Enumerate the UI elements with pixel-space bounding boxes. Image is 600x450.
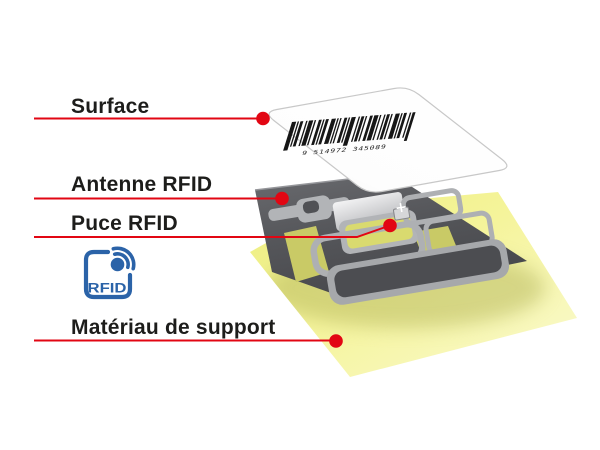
barcode-bar [340,117,351,143]
barcode-bar [336,117,348,144]
barcode-bar [289,121,300,147]
barcode-bar [402,112,412,138]
barcode-bar [298,120,308,147]
rfid-icon-dot [110,257,125,272]
callout-lines [34,117,391,342]
rfid-icon-frame [83,249,133,300]
callout-dot-chip [383,218,397,233]
barcode-bar [353,116,365,142]
label-antenne-rfid: Antenne RFID [71,173,213,196]
barcode-bar [283,121,297,151]
barcode-bar [372,114,382,141]
rfid-chip [393,203,411,221]
callout-dot-antenna [275,191,289,206]
barcode-bar [358,115,368,142]
label-puce-rfid: Puce RFID [71,212,178,235]
barcode-bar [342,116,356,146]
barcode-bar [403,112,416,142]
barcode-bar [315,119,325,145]
callout-dot-support [329,334,343,348]
callout-line-chip [34,224,391,238]
barcode-bar [329,118,339,144]
label-surface: Surface [71,95,150,118]
barcode-bar [396,112,408,139]
barcode: 9 514972 345089 [283,112,416,157]
barcode-bar [383,113,393,140]
callout-dot-surface [256,111,270,126]
rfid-icon: RFID [83,246,136,300]
barcode-bar [292,121,304,147]
rfid-wave-inner-icon [112,252,130,270]
barcode-bar [376,114,386,140]
barcode-bar [350,116,361,142]
barcode-bar [306,120,317,146]
barcode-bar [379,114,391,140]
callout-dots [256,111,397,348]
barcode-bar [323,118,337,145]
surface-card: 9 514972 345089 [268,87,508,193]
label-materiau-de-support: Matériau de support [71,316,276,339]
rfid-wave-outer-icon [111,246,136,271]
barcode-bar [332,118,342,144]
barcode-bar [393,113,403,139]
rfid-icon-text: RFID [88,281,127,296]
barcode-bar [311,119,322,146]
barcode-bar [362,115,373,141]
chip-sparkle-icon [396,203,406,213]
barcode-bar [318,119,329,145]
barcode-bar [366,115,379,141]
barcode-bar [301,120,314,146]
barcode-bar [387,113,400,139]
